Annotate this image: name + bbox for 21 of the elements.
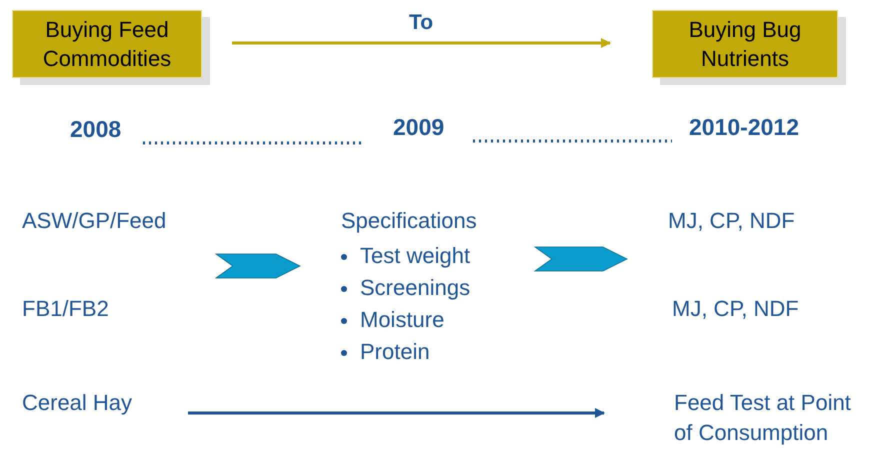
arrow: [232, 38, 611, 48]
text-label: FB1/FB2: [22, 294, 202, 324]
process-box: Buying Bug Nutrients: [652, 10, 838, 78]
text-label: ASW/GP/Feed: [22, 206, 202, 236]
bullet-item: Screenings: [336, 272, 516, 304]
year-label: 2008: [70, 118, 122, 141]
bullet-item: Protein: [336, 336, 516, 368]
year-label: 2009: [393, 116, 444, 139]
process-box: Buying Feed Commodities: [12, 10, 202, 78]
year-label: 2010-2012: [689, 116, 799, 139]
arrow: [188, 408, 605, 418]
bullet-item: Moisture: [336, 304, 516, 336]
list-heading: Specifications: [340, 207, 478, 235]
chevron-arrow: [534, 246, 628, 272]
text-label: Feed Test at Point of Consumption: [674, 388, 866, 448]
chevron-arrow: [214, 254, 301, 278]
edge-label: To: [408, 12, 434, 33]
bullet-item: Test weight: [336, 240, 516, 272]
text-label: Cereal Hay: [22, 388, 162, 418]
text-label: MJ, CP, NDF: [672, 294, 852, 324]
text-label: MJ, CP, NDF: [668, 206, 848, 236]
